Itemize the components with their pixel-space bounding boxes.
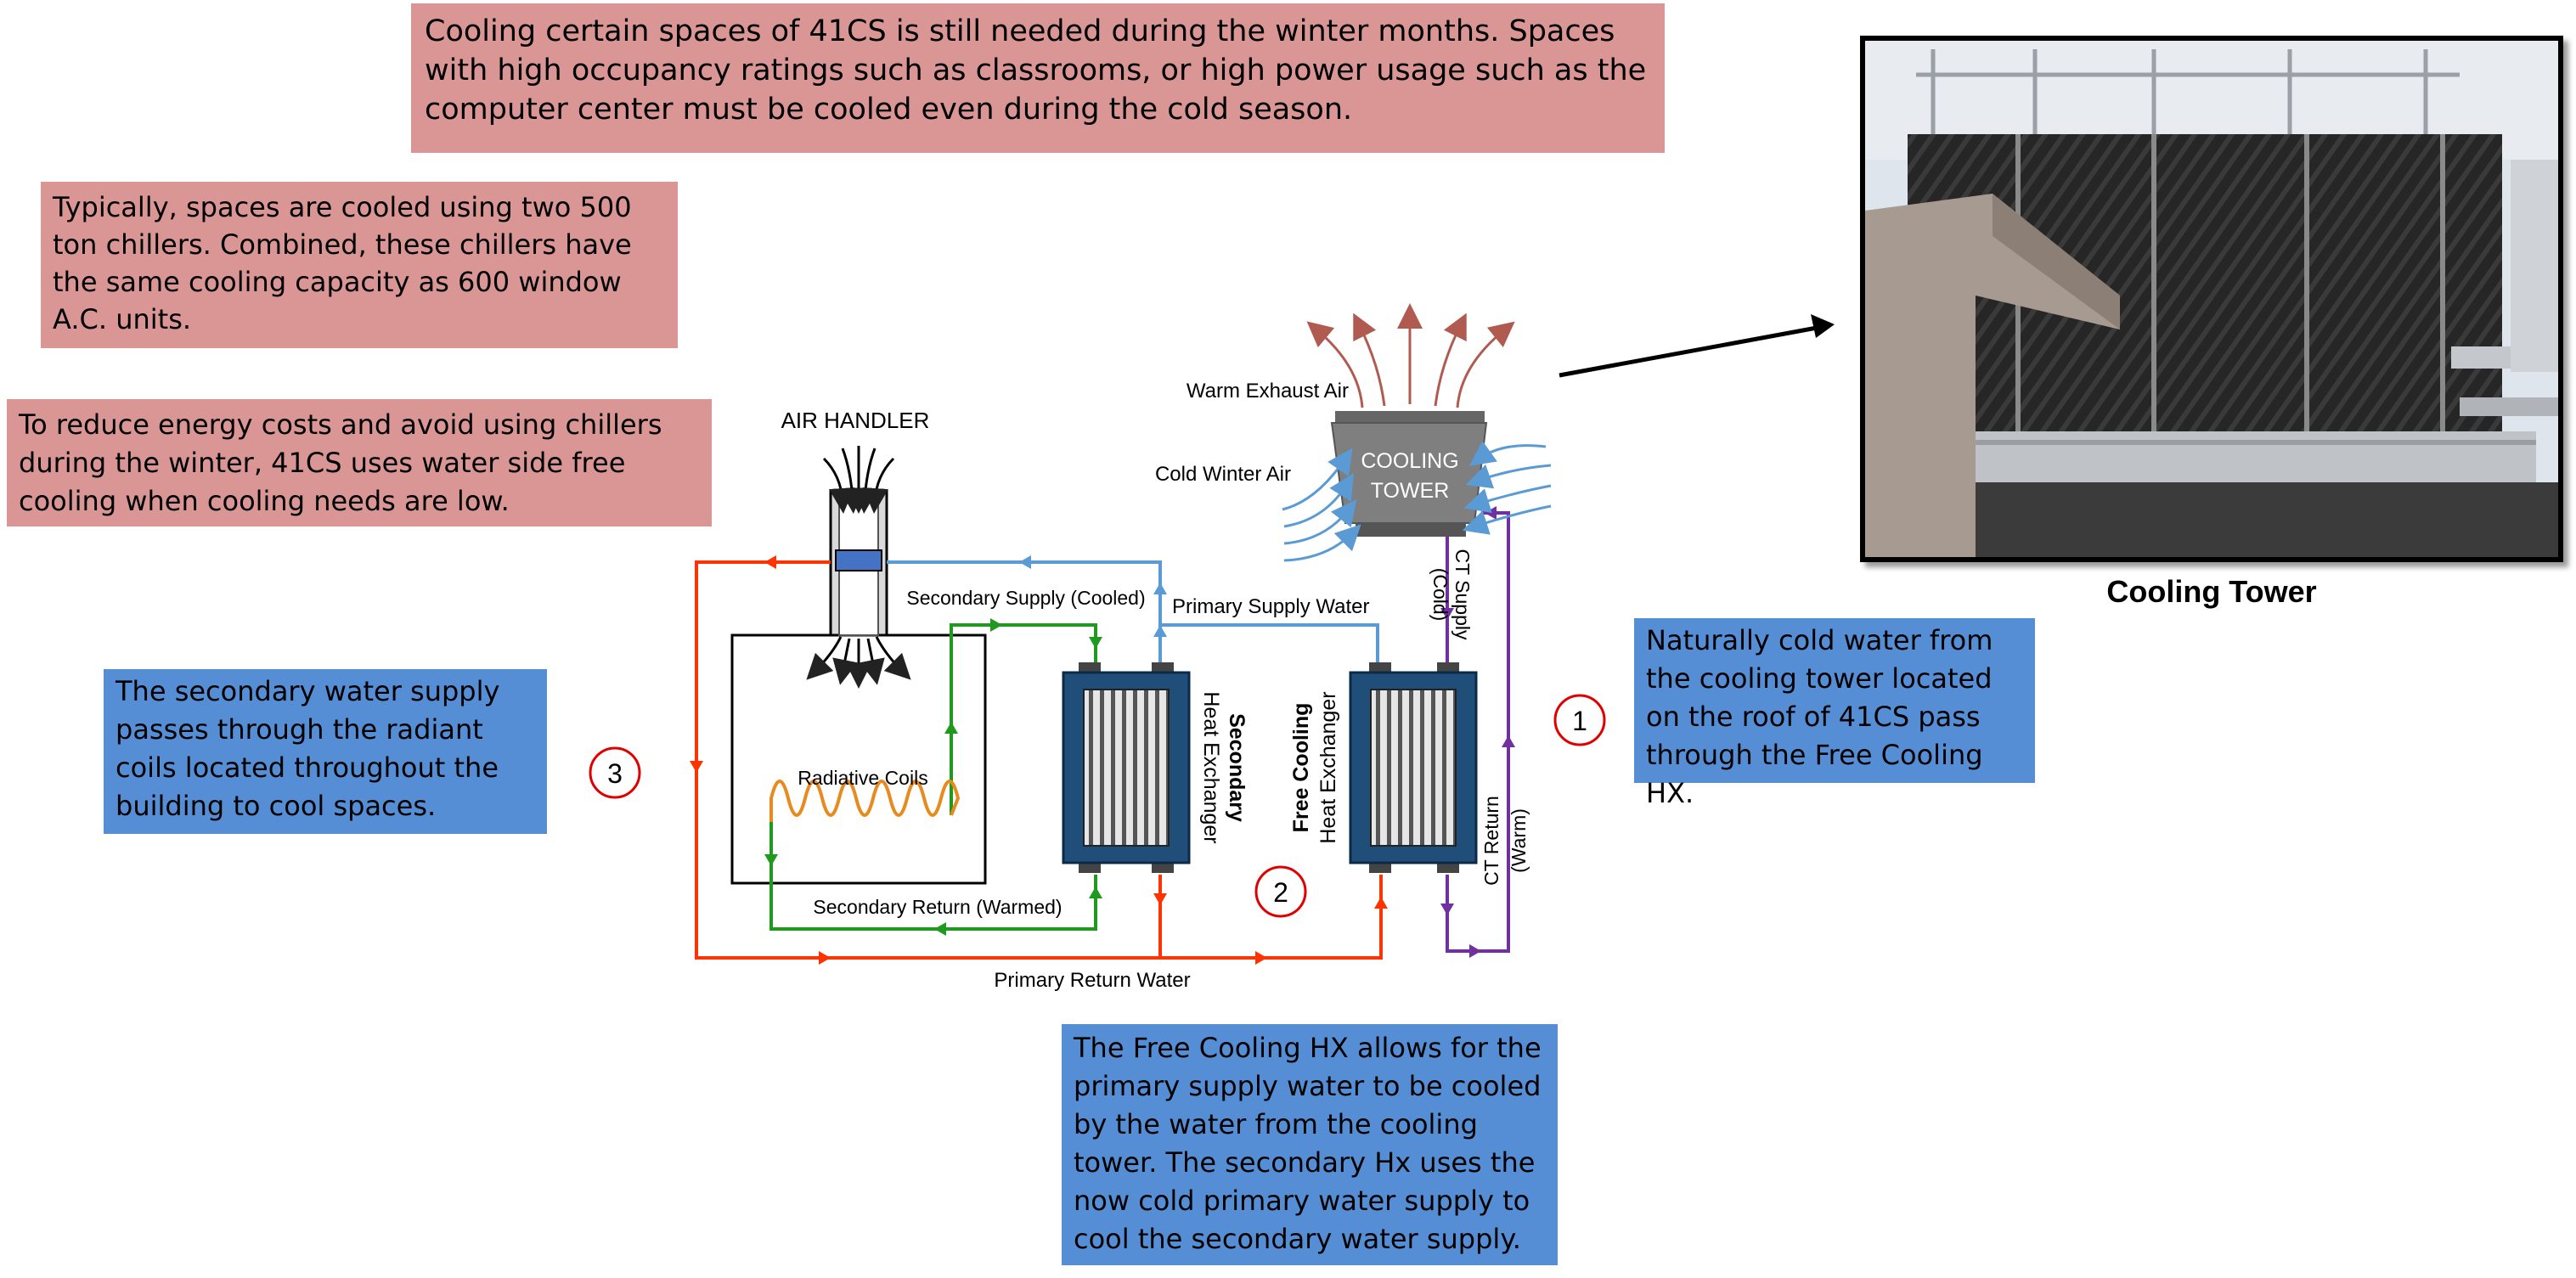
cooling-tower-loop-line xyxy=(1446,511,1510,953)
secondary-supply-label: Secondary Supply (Cooled) xyxy=(906,587,1145,609)
free-cooling-hx-title: Free Cooling xyxy=(1289,703,1313,833)
svg-text:1: 1 xyxy=(1572,706,1587,736)
cold-air-arrows-left xyxy=(1282,448,1361,562)
radiative-coils-label: Radiative Coils xyxy=(798,767,927,789)
intro-note: Cooling certain spaces of 41CS is still … xyxy=(411,3,1665,153)
ct-supply-label: CT Supply xyxy=(1451,549,1474,640)
primary-supply-flow-arrows xyxy=(1019,555,1167,637)
cooling-tower-flow-arrows xyxy=(1440,506,1515,958)
chillers-note-text: Typically, spaces are cooled using two 5… xyxy=(53,191,632,335)
secondary-supply-note-text: The secondary water supply passes throug… xyxy=(116,675,500,822)
free-cooling-hx-subtitle: Heat Exchanger xyxy=(1316,691,1340,843)
intro-note-text: Cooling certain spaces of 41CS is still … xyxy=(425,14,1647,127)
ct-return-sublabel: (Warm) xyxy=(1508,808,1530,873)
warm-exhaust-arrows xyxy=(1306,303,1515,408)
radiative-coils xyxy=(769,780,961,822)
marker-2: 2 xyxy=(1254,865,1307,918)
cooling-tower-photo xyxy=(1860,36,2563,562)
cooling-tower-water-note-text: Naturally cold water from the cooling to… xyxy=(1646,624,1993,809)
cooling-tower-photo-illustration xyxy=(1865,41,2558,557)
marker-1: 1 xyxy=(1553,694,1606,746)
primary-return-line xyxy=(695,560,1383,960)
secondary-supply-note: The secondary water supply passes throug… xyxy=(104,669,547,834)
secondary-hx-subtitle: Heat Exchanger xyxy=(1199,691,1223,843)
air-discharge-arrows xyxy=(806,636,911,689)
free-cooling-note-text: To reduce energy costs and avoid using c… xyxy=(19,408,662,517)
photo-pointer-arrow xyxy=(1559,324,1827,378)
secondary-flow-arrows xyxy=(764,618,1102,936)
heat-exchanger-note: The Free Cooling HX allows for the prima… xyxy=(1062,1024,1558,1265)
heat-exchanger-note-text: The Free Cooling HX allows for the prima… xyxy=(1074,1032,1542,1255)
primary-return-label: Primary Return Water xyxy=(994,969,1190,992)
cold-winter-air-label: Cold Winter Air xyxy=(1155,463,1291,486)
ct-supply-sublabel: (Cold) xyxy=(1429,568,1451,622)
secondary-return-label: Secondary Return (Warmed) xyxy=(813,896,1062,918)
ct-return-label: CT Return xyxy=(1480,796,1502,886)
free-cooling-heat-exchanger xyxy=(1349,662,1478,873)
secondary-hx-title: Secondary xyxy=(1225,713,1249,822)
marker-3: 3 xyxy=(589,746,641,799)
secondary-heat-exchanger xyxy=(1062,662,1191,873)
cooling-tower-label-line1: COOLING xyxy=(1361,449,1458,473)
svg-text:2: 2 xyxy=(1273,877,1288,908)
free-cooling-note: To reduce energy costs and avoid using c… xyxy=(7,399,712,526)
primary-return-flow-arrows xyxy=(690,555,1388,965)
cooling-tower-unit xyxy=(1330,411,1488,537)
cold-air-arrows-right xyxy=(1462,441,1552,535)
photo-pointer-arrowhead xyxy=(1811,314,1835,338)
warm-exhaust-label: Warm Exhaust Air xyxy=(1187,380,1349,403)
cooling-tower-label-line2: TOWER xyxy=(1371,479,1450,503)
cooling-tower-water-note: Naturally cold water from the cooling to… xyxy=(1634,618,2035,809)
air-intake-arrows xyxy=(822,446,895,514)
air-handler xyxy=(806,446,911,689)
photo-caption: Cooling Tower xyxy=(2106,574,2317,609)
chillers-note: Typically, spaces are cooled using two 5… xyxy=(41,182,678,348)
svg-text:3: 3 xyxy=(607,758,623,789)
air-handler-label: AIR HANDLER xyxy=(781,408,930,433)
air-handler-coil xyxy=(835,549,882,571)
primary-supply-label: Primary Supply Water xyxy=(1172,595,1370,618)
